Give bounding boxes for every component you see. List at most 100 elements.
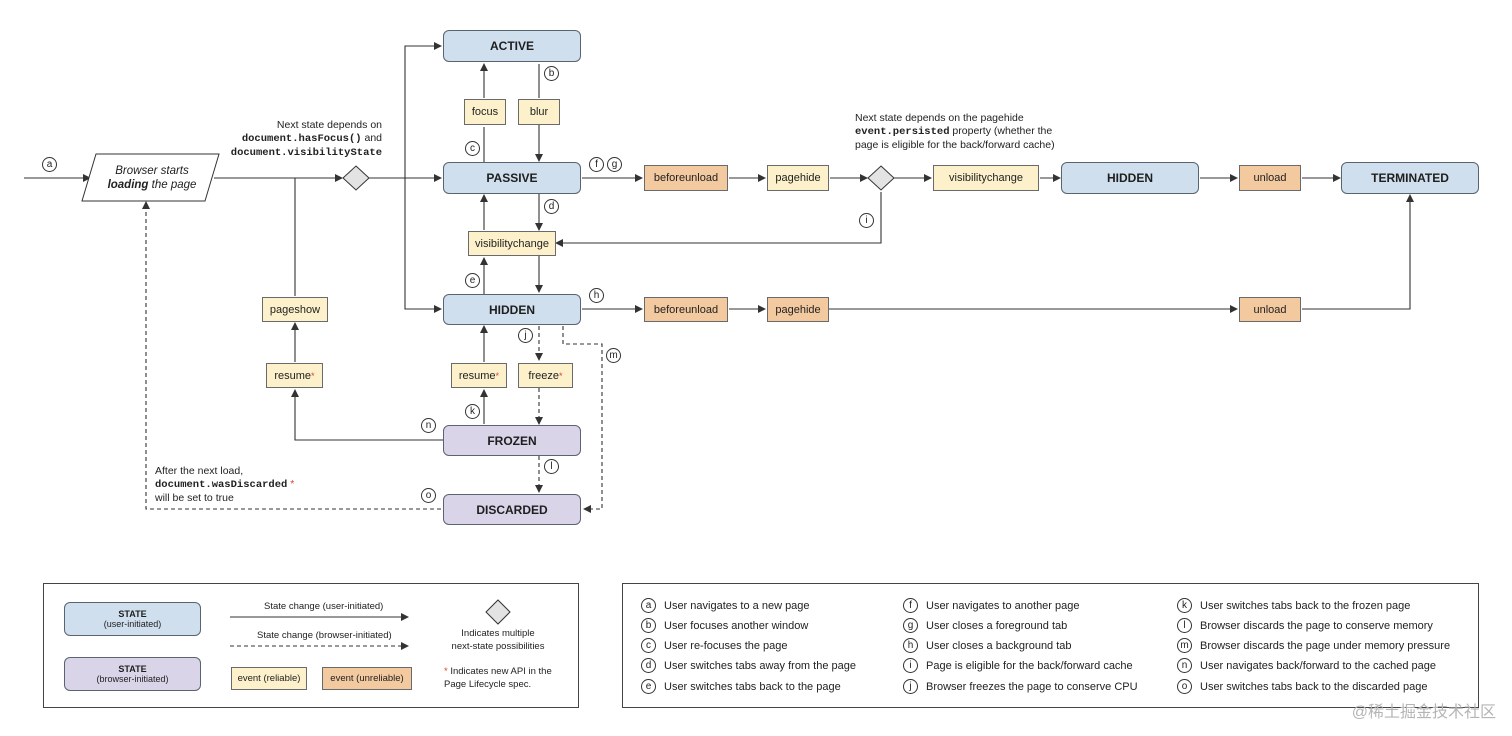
note-code-visibilitystate: document.visibilityState bbox=[230, 147, 382, 159]
marker-f: f bbox=[589, 157, 604, 172]
key-text: Page is eligible for the back/forward ca… bbox=[926, 659, 1133, 672]
note-was-discarded: After the next load, document.wasDiscard… bbox=[155, 465, 335, 505]
marker-c: c bbox=[465, 141, 480, 156]
event-pagehide-bottom: pagehide bbox=[767, 297, 829, 322]
event-resume-mid: resume* bbox=[451, 363, 507, 388]
legend-state-user-title: STATE bbox=[118, 609, 147, 619]
event-freeze: freeze* bbox=[518, 363, 573, 388]
marker-h: h bbox=[589, 288, 604, 303]
start-node: Browser starts loading the page bbox=[96, 164, 208, 192]
legend-state-user-sub: (user-initiated) bbox=[103, 619, 162, 629]
key-text: User switches tabs back to the page bbox=[664, 680, 841, 693]
key-text: User re-focuses the page bbox=[664, 639, 788, 652]
key-marker: g bbox=[903, 618, 918, 633]
key-text: User focuses another window bbox=[664, 619, 809, 632]
key-item-n: n User navigates back/forward to the cach… bbox=[1177, 658, 1436, 673]
note-after-load-1: After the next load, bbox=[155, 465, 244, 477]
legend-state-browser: STATE (browser-initiated) bbox=[64, 657, 201, 691]
event-beforeunload-top: beforeunload bbox=[644, 165, 728, 191]
marker-e: e bbox=[465, 273, 480, 288]
key-marker: c bbox=[641, 638, 656, 653]
marker-g: g bbox=[607, 157, 622, 172]
event-visibilitychange-top: visibilitychange bbox=[933, 165, 1039, 191]
legend-state-user: STATE (user-initiated) bbox=[64, 602, 201, 636]
key-item-g: g User closes a foreground tab bbox=[903, 618, 1067, 633]
event-unload-bottom: unload bbox=[1239, 297, 1301, 322]
key-item-o: o User switches tabs back to the discarde… bbox=[1177, 679, 1427, 694]
marker-d: d bbox=[544, 199, 559, 214]
state-frozen: FROZEN bbox=[443, 425, 581, 456]
key-marker: i bbox=[903, 658, 918, 673]
key-text: Browser discards the page under memory p… bbox=[1200, 639, 1451, 652]
event-pagehide-top: pagehide bbox=[767, 165, 829, 191]
marker-b: b bbox=[544, 66, 559, 81]
key-marker: k bbox=[1177, 598, 1192, 613]
state-hidden: HIDDEN bbox=[443, 294, 581, 325]
marker-o: o bbox=[421, 488, 436, 503]
key-marker: b bbox=[641, 618, 656, 633]
key-marker: j bbox=[903, 679, 918, 694]
event-pageshow: pageshow bbox=[262, 297, 328, 322]
state-terminated: TERMINATED bbox=[1341, 162, 1479, 194]
key-marker: f bbox=[903, 598, 918, 613]
legend-change-user: State change (user-initiated) bbox=[264, 601, 384, 612]
legend-state-browser-sub: (browser-initiated) bbox=[96, 674, 169, 684]
event-blur: blur bbox=[518, 99, 560, 125]
new-api-star: * bbox=[311, 370, 315, 381]
start-line1: Browser starts bbox=[115, 165, 189, 177]
new-api-star: * bbox=[444, 666, 448, 677]
new-api-star: * bbox=[290, 478, 295, 490]
key-item-e: e User switches tabs back to the page bbox=[641, 679, 841, 694]
marker-m: m bbox=[606, 348, 621, 363]
note-code-wasdiscarded: document.wasDiscarded bbox=[155, 479, 288, 491]
event-resume-left: resume* bbox=[266, 363, 323, 388]
legend-diamond-2: next-state possibilities bbox=[451, 641, 545, 652]
key-text: User navigates to another page bbox=[926, 599, 1080, 612]
marker-l: l bbox=[544, 459, 559, 474]
key-marker: a bbox=[641, 598, 656, 613]
key-text: User switches tabs back to the frozen pa… bbox=[1200, 599, 1411, 612]
key-marker: e bbox=[641, 679, 656, 694]
start-line2: the page bbox=[148, 179, 197, 191]
legend-new-api-1: Indicates new API in the bbox=[450, 666, 552, 677]
key-item-m: m Browser discards the page under memory … bbox=[1177, 638, 1450, 653]
legend-event-reliable: event (reliable) bbox=[231, 667, 307, 690]
note-next-state-prefix: Next state depends on bbox=[276, 119, 382, 131]
key-panel bbox=[622, 583, 1479, 708]
key-item-a: a User navigates to a new page bbox=[641, 598, 810, 613]
key-text: User navigates to a new page bbox=[664, 599, 810, 612]
event-focus: focus bbox=[464, 99, 506, 125]
key-marker: n bbox=[1177, 658, 1192, 673]
state-passive: PASSIVE bbox=[443, 162, 581, 194]
marker-a: a bbox=[42, 157, 57, 172]
key-item-k: k User switches tabs back to the frozen p… bbox=[1177, 598, 1410, 613]
legend-diamond-1: Indicates multiple bbox=[461, 628, 535, 639]
key-text: User switches tabs back to the discarded… bbox=[1200, 680, 1428, 693]
key-text: User closes a foreground tab bbox=[926, 619, 1068, 632]
key-text: User navigates back/forward to the cache… bbox=[1200, 659, 1437, 672]
watermark: @稀土掘金技术社区 bbox=[1351, 704, 1496, 721]
legend-panel bbox=[43, 583, 579, 708]
legend-event-unreliable: event (unreliable) bbox=[322, 667, 412, 690]
event-visibilitychange-mid: visibilitychange bbox=[468, 231, 556, 256]
note-pagehide-3: page is eligible for the back/forward ca… bbox=[855, 139, 1055, 151]
event-unload-top: unload bbox=[1239, 165, 1301, 191]
marker-k: k bbox=[465, 404, 480, 419]
new-api-star: * bbox=[559, 370, 563, 381]
legend-state-browser-title: STATE bbox=[118, 664, 147, 674]
legend-change-browser: State change (browser-initiated) bbox=[257, 630, 392, 641]
note-code-hasfocus: document.hasFocus() bbox=[241, 133, 362, 145]
note-next-state: Next state depends on document.hasFocus(… bbox=[222, 119, 382, 160]
key-marker: m bbox=[1177, 638, 1192, 653]
resume-left-label: resume bbox=[274, 369, 312, 382]
key-item-b: b User focuses another window bbox=[641, 618, 808, 633]
freeze-label: freeze bbox=[528, 369, 559, 382]
key-marker: o bbox=[1177, 679, 1192, 694]
note-code-persisted: event.persisted bbox=[855, 126, 950, 138]
